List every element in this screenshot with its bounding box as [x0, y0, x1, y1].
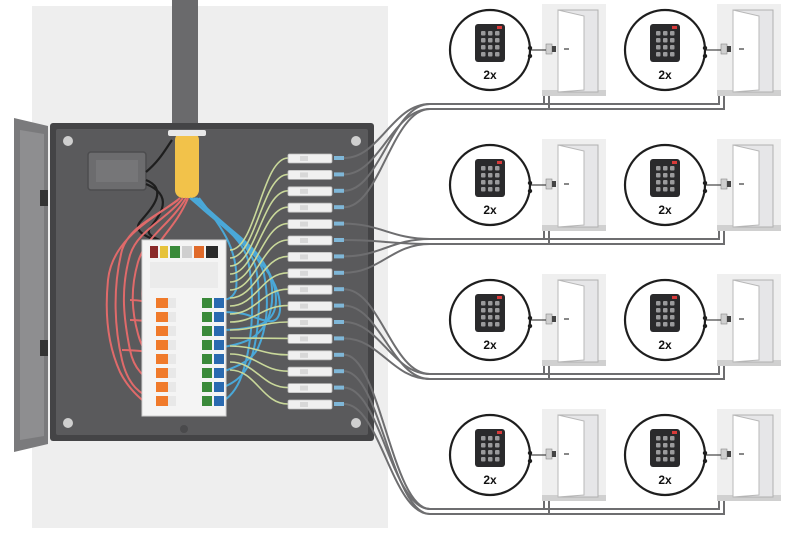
- orange-terminal: [156, 396, 168, 406]
- door-station: 2x: [623, 139, 781, 231]
- green-terminal: [202, 312, 212, 322]
- orange-terminal: [156, 312, 168, 322]
- connector-module: [287, 350, 333, 361]
- connector-module-column: [287, 153, 344, 410]
- door-icon: [557, 9, 599, 93]
- door-icon: [557, 279, 599, 363]
- orange-terminal: [156, 368, 168, 378]
- connector-module: [287, 153, 333, 164]
- green-terminal: [202, 326, 212, 336]
- quantity-label: 2x: [658, 338, 672, 352]
- door-station: 2x: [448, 409, 606, 501]
- keypad-card-reader-icon: [650, 159, 680, 197]
- quantity-label: 2x: [483, 68, 497, 82]
- terminal-blocks-left: [156, 298, 176, 406]
- terminal-blocks-right: [202, 298, 224, 406]
- connector-module: [287, 301, 333, 312]
- connector-module: [287, 333, 333, 344]
- green-terminal: [202, 368, 212, 378]
- cable-bundle: [175, 132, 199, 198]
- blue-terminal: [214, 312, 224, 322]
- orange-terminal: [156, 326, 168, 336]
- connector-module: [287, 202, 333, 213]
- keypad-card-reader-icon: [475, 294, 505, 332]
- door-station: 2x: [623, 4, 781, 96]
- quantity-label: 2x: [658, 473, 672, 487]
- cable-gland: [168, 130, 206, 136]
- quantity-label: 2x: [483, 473, 497, 487]
- quantity-label: 2x: [658, 203, 672, 217]
- door-station: 2x: [623, 274, 781, 366]
- door-icon: [557, 414, 599, 498]
- door-station: 2x: [448, 274, 606, 366]
- door-icon: [732, 9, 774, 93]
- green-terminal: [202, 382, 212, 392]
- keypad-card-reader-icon: [475, 159, 505, 197]
- keypad-card-reader-icon: [650, 429, 680, 467]
- green-terminal: [202, 340, 212, 350]
- orange-terminal: [156, 298, 168, 308]
- blue-terminal: [214, 340, 224, 350]
- orange-terminal: [156, 340, 168, 350]
- blue-terminal: [214, 368, 224, 378]
- door-station: 2x: [623, 409, 781, 501]
- connector-module: [287, 235, 333, 246]
- green-terminal: [202, 298, 212, 308]
- blue-terminal: [214, 382, 224, 392]
- connector-module: [287, 366, 333, 377]
- door-icon: [557, 144, 599, 228]
- conduit-pipe: [172, 0, 198, 140]
- quantity-label: 2x: [483, 203, 497, 217]
- green-terminal: [202, 354, 212, 364]
- connector-module: [287, 268, 333, 279]
- connector-module: [287, 284, 333, 295]
- blue-terminal: [214, 396, 224, 406]
- keypad-card-reader-icon: [475, 429, 505, 467]
- door-stations: 2x 2x 2x 2x 2x 2x 2x 2x: [448, 4, 781, 501]
- keypad-card-reader-icon: [650, 294, 680, 332]
- door-icon: [732, 279, 774, 363]
- green-terminal: [202, 396, 212, 406]
- door-station: 2x: [448, 4, 606, 96]
- keypad-card-reader-icon: [475, 24, 505, 62]
- blue-terminal: [214, 298, 224, 308]
- reader-cables: [343, 76, 725, 515]
- orange-terminal: [156, 382, 168, 392]
- connector-module: [287, 383, 333, 394]
- orange-terminal: [156, 354, 168, 364]
- green-wires: [229, 157, 289, 405]
- door-icon: [732, 144, 774, 228]
- connector-module: [287, 399, 333, 410]
- keypad-card-reader-icon: [650, 24, 680, 62]
- enclosure-door: [14, 118, 48, 452]
- connector-module: [287, 251, 333, 262]
- blue-terminal: [214, 326, 224, 336]
- door-icon: [732, 414, 774, 498]
- connector-module: [287, 317, 333, 328]
- quantity-label: 2x: [483, 338, 497, 352]
- door-station: 2x: [448, 139, 606, 231]
- blue-terminal: [214, 354, 224, 364]
- quantity-label: 2x: [658, 68, 672, 82]
- connector-module: [287, 186, 333, 197]
- connector-module: [287, 219, 333, 230]
- connector-module: [287, 169, 333, 180]
- access-controller-board: [141, 239, 227, 417]
